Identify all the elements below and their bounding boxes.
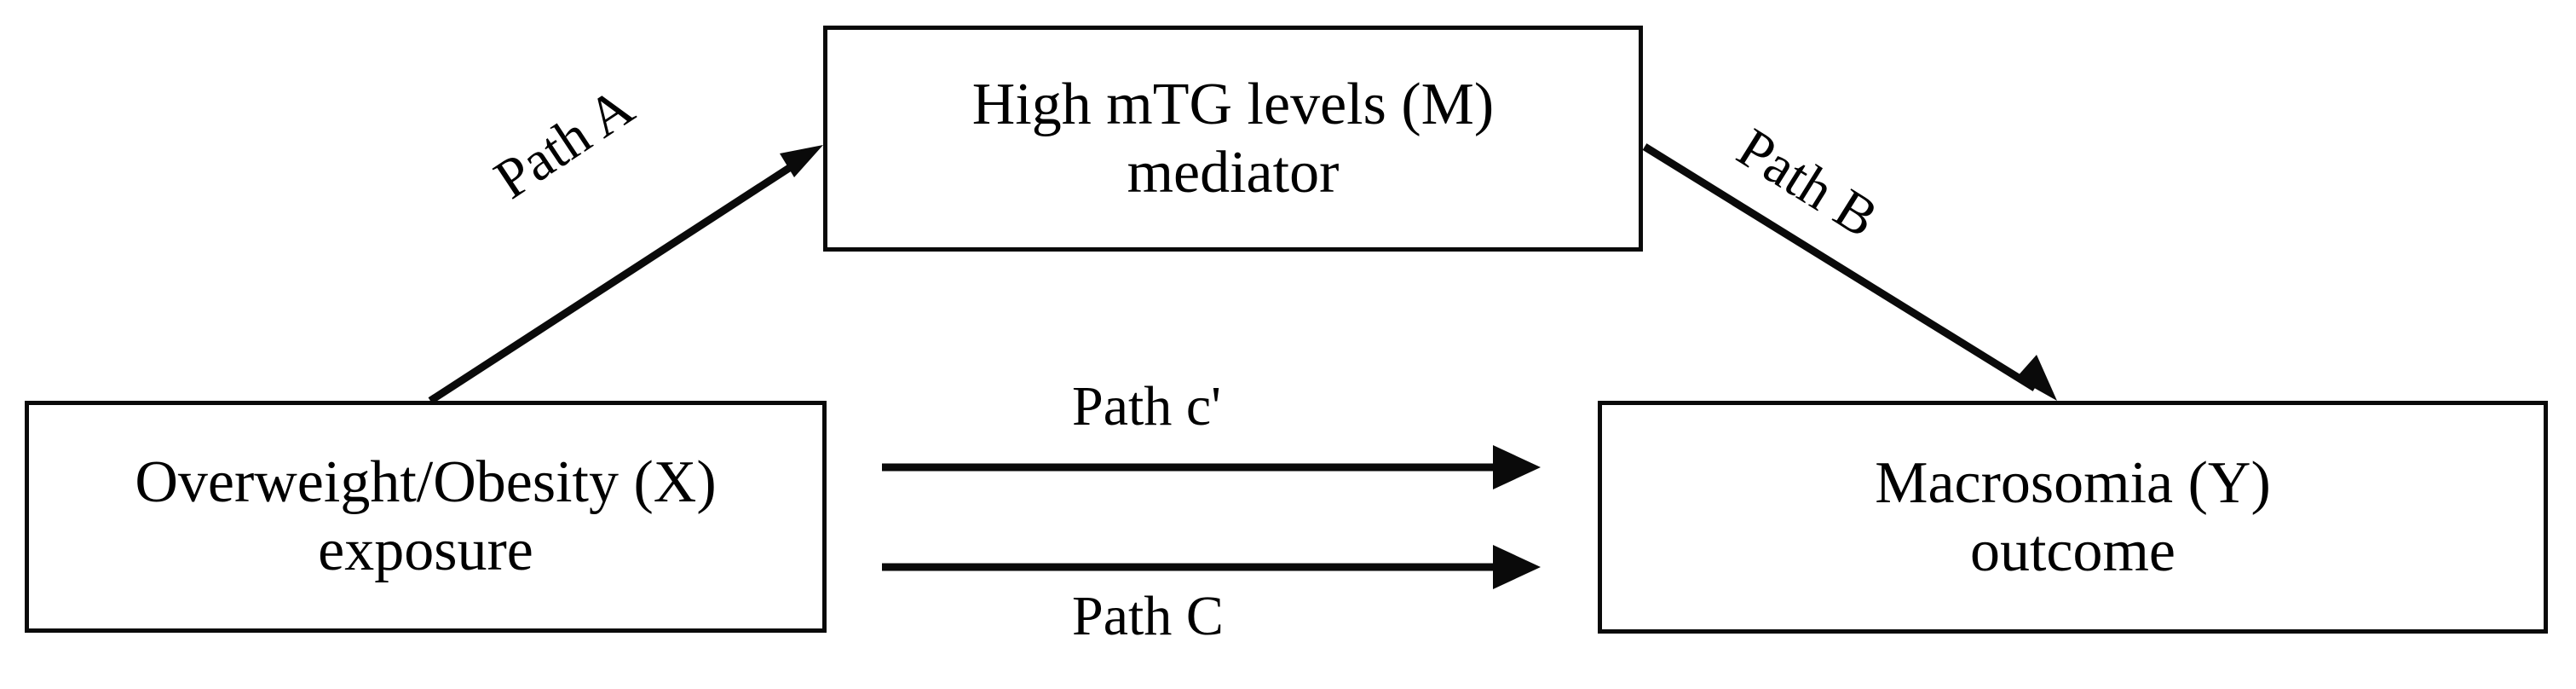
edge-label-path-b: Path B [1726, 116, 1888, 250]
edge-label-path-c-prime: Path c' [1072, 375, 1222, 437]
path-c-prime-arrow [882, 445, 1541, 489]
edge-label-path-a: Path A [483, 75, 645, 211]
node-mediator-line2: mediator [1127, 139, 1340, 206]
node-exposure-line2: exposure [318, 518, 533, 583]
node-mediator-line1: High mTG levels (M) [971, 71, 1495, 137]
node-exposure-line1: Overweight/Obesity (X) [135, 449, 717, 516]
path-a-arrow [428, 145, 823, 404]
path-c-arrow [882, 545, 1541, 589]
node-exposure: Overweight/Obesity (X) exposure [25, 401, 827, 633]
node-outcome: Macrosomia (Y) outcome [1598, 401, 2548, 634]
node-mediator: High mTG levels (M) mediator [823, 26, 1643, 252]
edge-label-path-c: Path C [1072, 585, 1224, 647]
node-outcome-line1: Macrosomia (Y) [1875, 449, 2271, 516]
node-outcome-line2: outcome [1969, 518, 2176, 584]
